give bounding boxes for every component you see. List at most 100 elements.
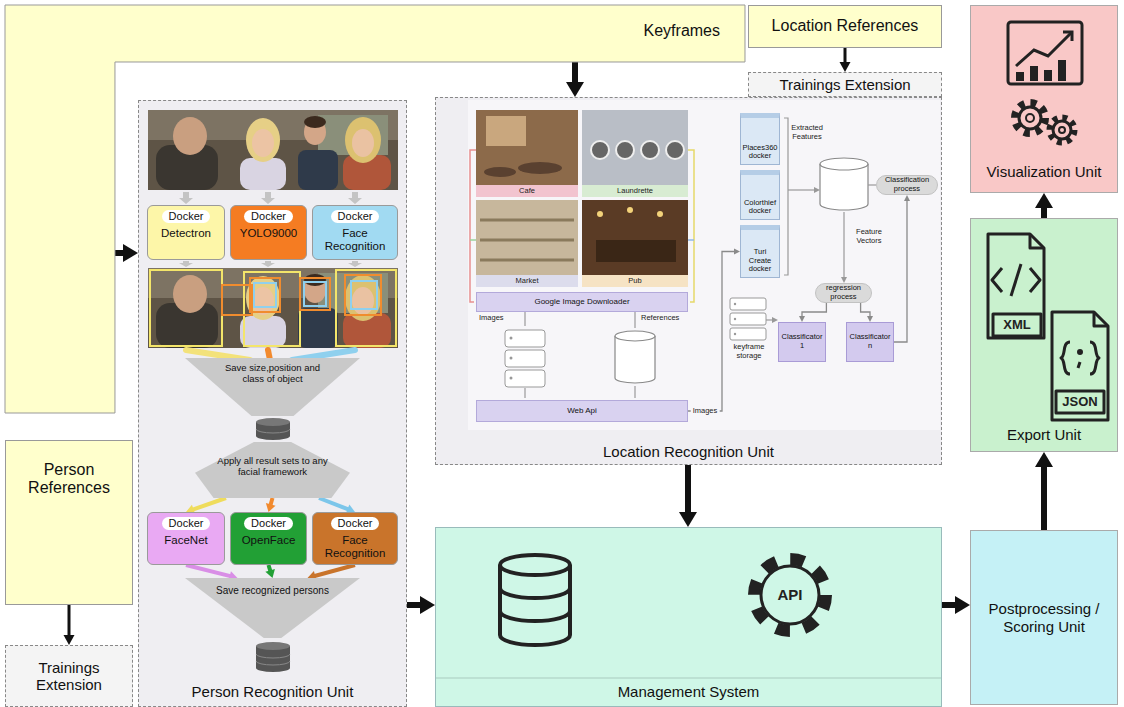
location-panel <box>820 164 868 210</box>
location-panel <box>524 388 525 398</box>
location-panel <box>730 328 766 340</box>
location-panel <box>730 298 766 310</box>
annotation: Pub <box>628 277 641 286</box>
node-label: FaceNet <box>161 534 210 547</box>
annotation: Market <box>516 277 539 286</box>
location-panel <box>734 303 736 305</box>
xml-icon <box>1011 264 1021 296</box>
process-pill: Classification process <box>876 175 938 195</box>
connector <box>566 62 584 97</box>
arrow-head <box>64 635 75 645</box>
xml-icon <box>988 234 1044 338</box>
node-label: Export Unit <box>1007 426 1081 443</box>
docker-tag: Docker <box>244 517 293 530</box>
annotation: Cafe <box>519 187 535 196</box>
annotation: References <box>641 314 679 323</box>
funnel-step: Apply all result sets to any facial fram… <box>195 442 350 498</box>
unit-box: Export Unit <box>970 218 1118 452</box>
json-icon <box>1061 342 1070 374</box>
connector-line <box>688 252 735 412</box>
connector-line <box>1041 464 1047 530</box>
node-label: Management System <box>618 683 760 700</box>
location-panel <box>627 207 633 213</box>
person-photos <box>222 285 252 315</box>
arrow-head <box>904 195 910 201</box>
person-photos <box>351 281 377 309</box>
json-icon <box>1056 391 1104 413</box>
person-photos <box>148 110 398 348</box>
connector <box>840 48 851 72</box>
unit-fills <box>138 5 1118 707</box>
location-panel <box>641 141 659 159</box>
node-label: Trainings Extension <box>779 76 910 93</box>
node-label: Classification process <box>877 176 937 193</box>
node-label: Person Recognition Unit <box>192 683 354 700</box>
node-label: Apply all result sets to any facial fram… <box>214 456 332 478</box>
location-panel <box>634 312 635 328</box>
connector <box>799 303 826 322</box>
input-box: Person References <box>5 440 133 605</box>
connector <box>64 605 75 645</box>
analytics-icon <box>1030 66 1038 81</box>
node-label: Colorthief docker <box>742 199 778 216</box>
location-panel <box>688 150 694 302</box>
node-label: Trainings Extension <box>10 659 128 694</box>
docker-box: DockerDetectron <box>147 205 225 260</box>
person-photos <box>345 275 381 315</box>
flow-arrows <box>179 261 193 267</box>
api-gear <box>754 559 826 631</box>
process-bar: Google Image Downloader <box>476 292 688 312</box>
location-panel <box>480 239 574 242</box>
annotation: Laundrette <box>617 187 653 196</box>
flow-arrows <box>261 192 275 204</box>
connector-line <box>894 200 907 342</box>
unit-fills <box>435 527 942 707</box>
node-label: Detectron <box>158 227 214 240</box>
location-panel <box>591 141 684 159</box>
location-panel <box>468 100 940 430</box>
location-panel <box>582 200 688 275</box>
analytics-icon <box>1008 22 1082 142</box>
arrow-head <box>679 512 697 527</box>
docker-box: DockerYOLO9000 <box>230 205 307 260</box>
flow-arrows <box>179 192 193 204</box>
analytics-icon <box>1016 60 1066 81</box>
analytics-icon <box>1059 127 1065 133</box>
connector-line <box>68 605 71 637</box>
docker-tag: Docker <box>331 517 380 530</box>
connector <box>942 596 970 614</box>
location-panel <box>476 110 578 185</box>
location-panel <box>510 357 513 360</box>
flow-arrows <box>348 261 362 267</box>
node-outline <box>185 578 360 638</box>
unit-fills <box>138 100 407 707</box>
unit-fills <box>970 5 1118 193</box>
person-photos <box>148 110 398 190</box>
location-panel <box>480 220 574 260</box>
location-panel <box>582 185 688 197</box>
analytics-icon <box>1026 114 1034 122</box>
location-panel <box>510 337 513 340</box>
node-outline <box>185 358 360 416</box>
icon-label: API <box>777 586 802 603</box>
location-panel <box>814 187 820 193</box>
arrow-head <box>123 244 138 262</box>
location-panel <box>518 162 562 174</box>
node-label: Location References <box>772 17 919 35</box>
extension-box: Trainings Extension <box>5 645 133 707</box>
analytics-icon <box>1016 72 1024 81</box>
connector <box>265 565 275 578</box>
location-panel <box>505 370 545 387</box>
connector-line <box>685 465 691 515</box>
database-symbol <box>500 555 570 645</box>
node-label: Face Recognition <box>313 534 397 560</box>
location-panel <box>597 211 603 217</box>
annotation: keyframe storage <box>726 343 772 360</box>
database-icon <box>256 429 290 433</box>
edge-label: Images <box>691 407 720 416</box>
docker-tag: Docker <box>162 517 211 530</box>
docker-box: DockerOpenFace <box>230 512 307 565</box>
xml-icon <box>1030 234 1044 248</box>
location-panel <box>766 185 876 320</box>
